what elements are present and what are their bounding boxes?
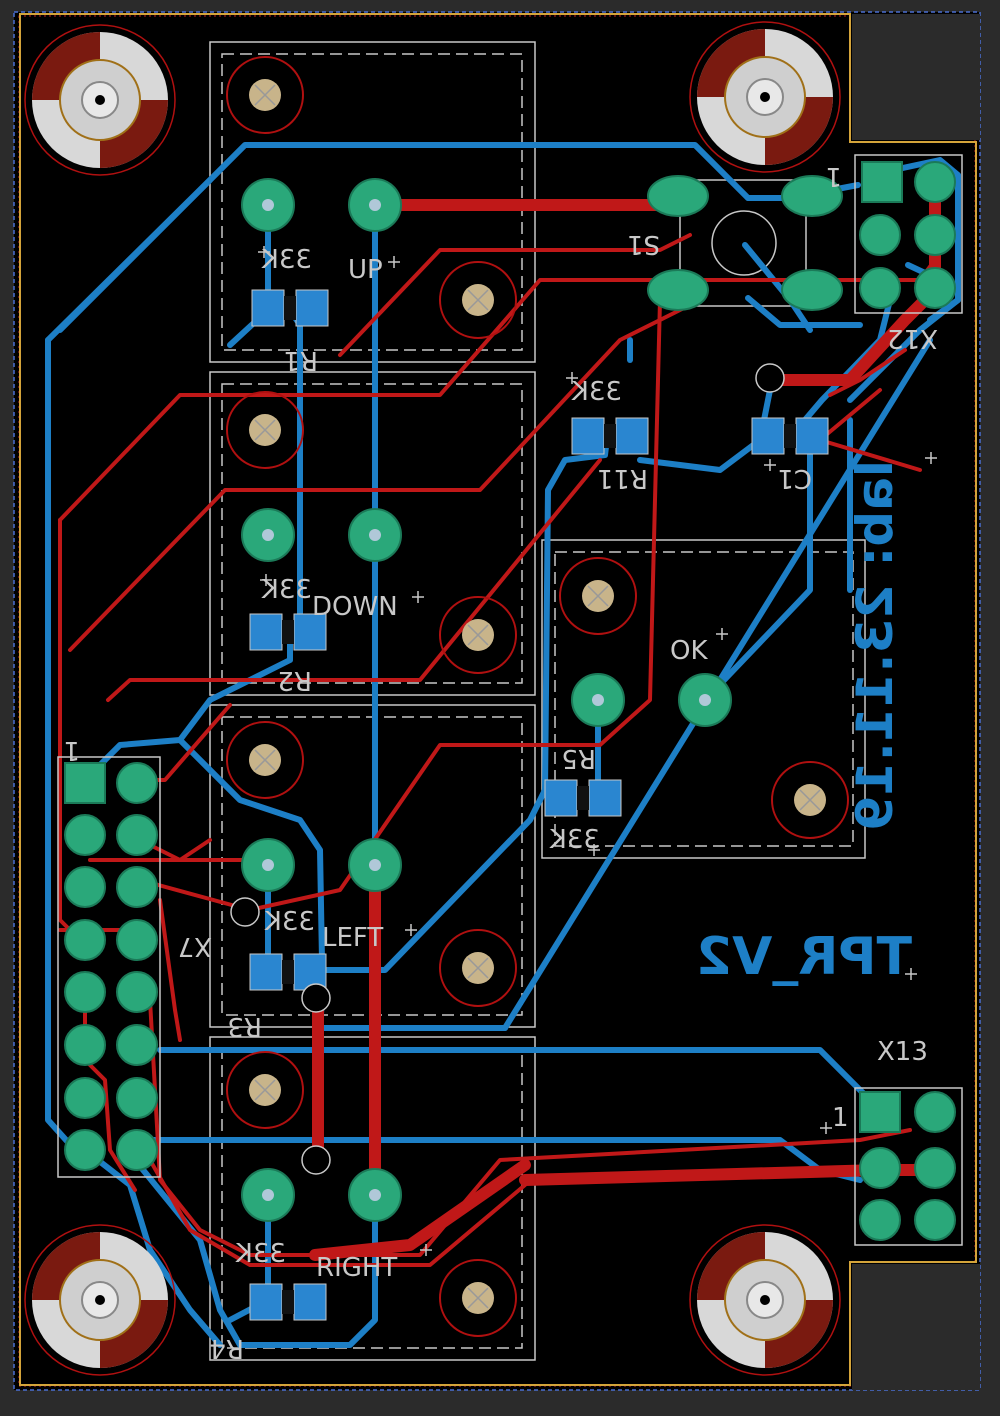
board-name-label: TPR_V2 — [696, 927, 912, 987]
resistor-r11-value: 33K — [571, 377, 622, 407]
smd-pads — [249, 289, 829, 1321]
lab-date-label: lab: 23.11.19 — [846, 460, 904, 831]
resistor-r3-ref: R3 — [227, 1011, 262, 1041]
origin-markers — [258, 246, 937, 1256]
resistor-r1-pads — [251, 289, 329, 327]
board-area — [14, 12, 980, 1390]
mounting-hole-top-right — [689, 21, 841, 173]
switch-s1-ref: S1 — [627, 229, 660, 259]
mounting-hole-bottom-left — [24, 1224, 176, 1376]
connector-x13-pin1: 1 — [832, 1103, 849, 1133]
resistor-r5-pads — [544, 779, 622, 817]
capacitor-c1-pads — [751, 417, 829, 455]
button-label-down: DOWN — [312, 592, 398, 622]
resistor-r4-ref: R4 — [209, 1333, 244, 1363]
board-notch-bottom — [852, 1264, 980, 1390]
mounting-hole-top-left — [24, 24, 176, 176]
connector-left-header-pin1: 1 — [63, 735, 80, 765]
mounting-holes — [24, 21, 841, 1376]
connector-x13-label: X13 — [877, 1037, 928, 1067]
resistor-r3-value: 33K — [264, 907, 315, 937]
resistor-r1-value: 33K — [261, 245, 312, 275]
top-silk-labels: UP DOWN LEFT RIGHT OK X13 1 — [312, 255, 928, 1283]
resistor-r11-ref: R11 — [597, 463, 648, 493]
button-peg-holes — [226, 56, 849, 1337]
connector-x12-ref: X12 — [887, 323, 938, 353]
connector-left-header-ref: X7 — [178, 931, 212, 961]
mounting-hole-bottom-right — [689, 1224, 841, 1376]
resistor-r5-ref: R5 — [561, 743, 596, 773]
bottom-layer-text: TPR_V2 lab: 23.11.19 — [696, 460, 912, 987]
board-notch-top — [852, 14, 980, 140]
button-label-left: LEFT — [322, 923, 383, 953]
connector-x12-pin1: 1 — [825, 161, 842, 191]
resistor-r4-pads — [249, 1283, 327, 1321]
resistor-r3-pads — [249, 953, 327, 991]
resistor-r1-ref: R1 — [283, 345, 318, 375]
connector-outlines — [57, 154, 963, 1246]
resistor-r11-pads — [571, 417, 649, 455]
button-label-right: RIGHT — [316, 1253, 397, 1283]
board-outline — [19, 13, 977, 1386]
resistor-r4-value: 33K — [235, 1239, 286, 1269]
resistor-r2-pads — [249, 613, 327, 651]
board-dashed-edge — [13, 11, 981, 1391]
vias — [230, 363, 785, 1175]
resistor-r2-ref: R2 — [277, 665, 312, 695]
capacitor-c1-ref: C1 — [777, 463, 812, 493]
th-pads — [64, 161, 956, 1241]
button-label-up: UP — [348, 255, 383, 285]
button-label-ok: OK — [670, 636, 708, 666]
bottom-silk-labels: 33K R1 33K R2 33K R3 33K R4 33K R5 33K R… — [63, 161, 938, 1363]
